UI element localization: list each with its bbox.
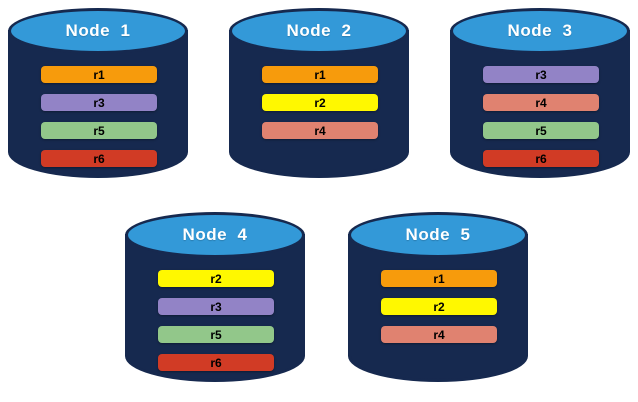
replica-list: r2 r3 r5 r6 xyxy=(158,270,274,371)
database-node-2[interactable]: Node 2 r1 r2 r4 xyxy=(229,8,409,190)
cylinder-top-ellipse xyxy=(125,212,305,258)
cylinder-top-ellipse xyxy=(450,8,630,54)
replica-bar-r1[interactable]: r1 xyxy=(262,66,378,83)
cylinder-top-ellipse xyxy=(348,212,528,258)
replica-bar-r6[interactable]: r6 xyxy=(41,150,157,167)
replica-bar-r2[interactable]: r2 xyxy=(158,270,274,287)
replica-bar-r3[interactable]: r3 xyxy=(483,66,599,83)
database-node-3[interactable]: Node 3 r3 r4 r5 r6 xyxy=(450,8,630,190)
cylinder-top-ellipse xyxy=(8,8,188,54)
replica-bar-r6[interactable]: r6 xyxy=(158,354,274,371)
replica-bar-r5[interactable]: r5 xyxy=(158,326,274,343)
node-title: Node 4 xyxy=(182,225,248,244)
replica-bar-r2[interactable]: r2 xyxy=(381,298,497,315)
replica-bar-r5[interactable]: r5 xyxy=(41,122,157,139)
cylinder-top-ellipse xyxy=(229,8,409,54)
database-node-5[interactable]: Node 5 r1 r2 r4 xyxy=(348,212,528,394)
replica-bar-r4[interactable]: r4 xyxy=(483,94,599,111)
node-title: Node 3 xyxy=(507,21,573,40)
node-title: Node 2 xyxy=(286,21,352,40)
replica-bar-r5[interactable]: r5 xyxy=(483,122,599,139)
replica-list: r1 r3 r5 r6 xyxy=(41,66,157,167)
replica-bar-r1[interactable]: r1 xyxy=(381,270,497,287)
database-node-1[interactable]: Node 1 r1 r3 r5 r6 xyxy=(8,8,188,190)
node-title: Node 5 xyxy=(405,225,471,244)
node-title: Node 1 xyxy=(65,21,131,40)
replica-bar-r1[interactable]: r1 xyxy=(41,66,157,83)
replica-bar-r4[interactable]: r4 xyxy=(381,326,497,343)
replica-bar-r2[interactable]: r2 xyxy=(262,94,378,111)
database-node-4[interactable]: Node 4 r2 r3 r5 r6 xyxy=(125,212,305,394)
replica-list: r1 r2 r4 xyxy=(262,66,378,139)
replica-bar-r3[interactable]: r3 xyxy=(158,298,274,315)
replica-list: r1 r2 r4 xyxy=(381,270,497,343)
replica-bar-r6[interactable]: r6 xyxy=(483,150,599,167)
replica-list: r3 r4 r5 r6 xyxy=(483,66,599,167)
replica-bar-r4[interactable]: r4 xyxy=(262,122,378,139)
replica-bar-r3[interactable]: r3 xyxy=(41,94,157,111)
